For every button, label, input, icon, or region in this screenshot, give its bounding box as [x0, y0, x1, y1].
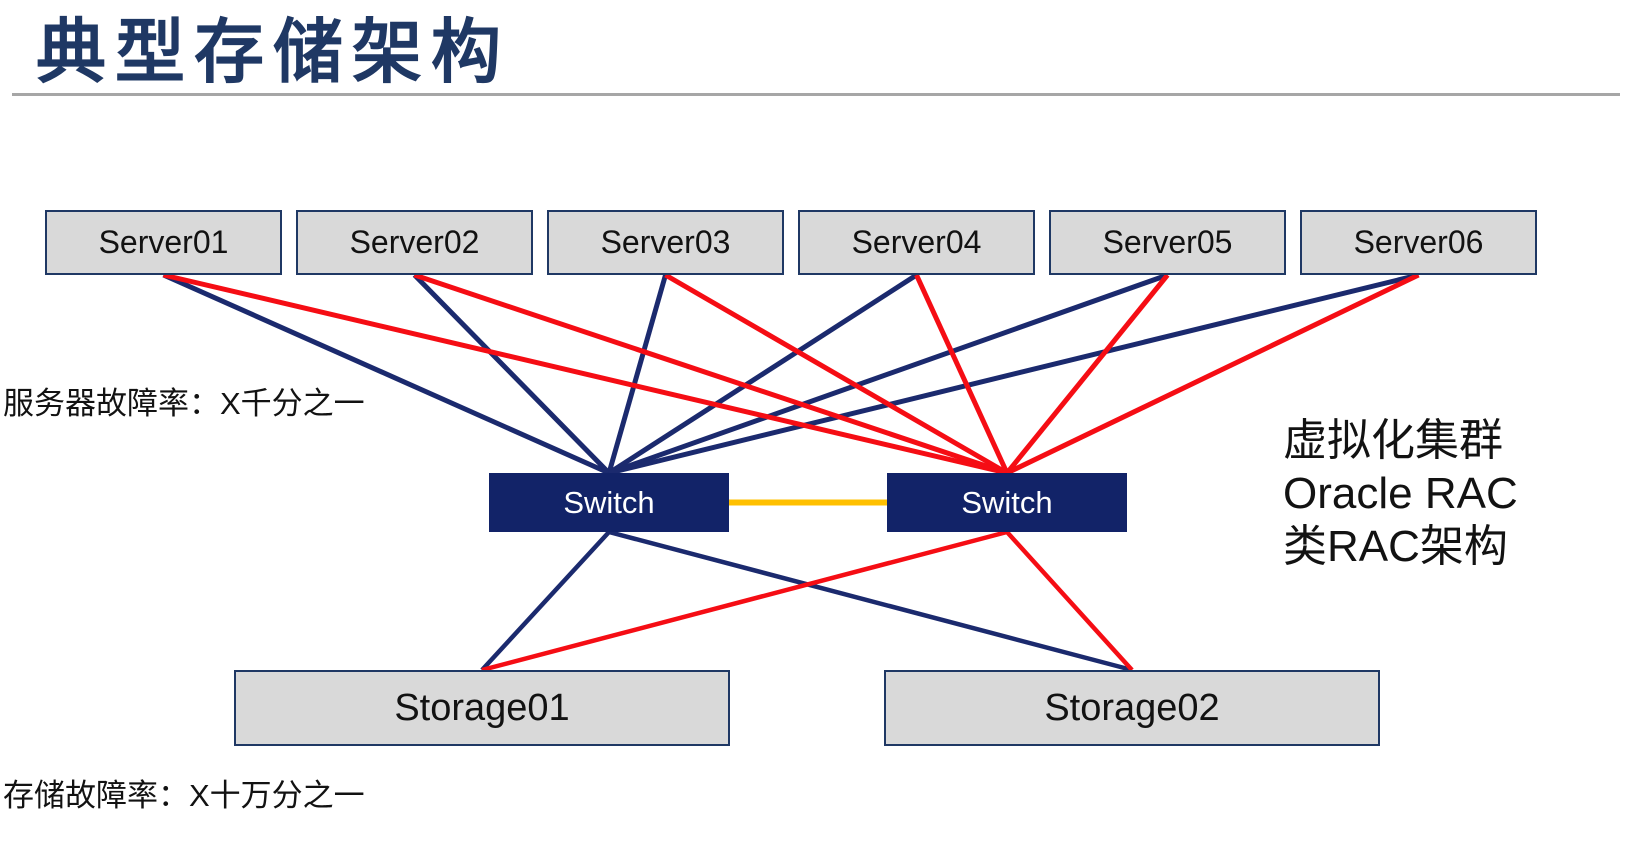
server-failure-rate-label: 服务器故障率：X千分之一 — [3, 386, 365, 421]
node-server01-label: Server01 — [98, 224, 229, 260]
node-switch-2-label: Switch — [961, 484, 1053, 520]
node-server05: Server05 — [1049, 210, 1286, 275]
link-server02-switch1 — [412, 273, 611, 475]
link-server03-switch2 — [664, 272, 1009, 476]
node-switch-1: Switch — [489, 473, 729, 532]
node-storage01: Storage01 — [234, 670, 730, 746]
cluster-architecture-note: 虚拟化集群 Oracle RAC 类RAC架构 — [1283, 414, 1518, 573]
cluster-note-line-3: 类RAC架构 — [1283, 522, 1508, 571]
node-server01: Server01 — [45, 210, 282, 275]
link-switch2-storage02 — [1005, 530, 1134, 672]
node-server04-label: Server04 — [851, 224, 982, 260]
link-server03-switch1 — [606, 274, 668, 474]
link-server05-switch1 — [608, 272, 1169, 476]
node-server04: Server04 — [798, 210, 1035, 275]
storage-failure-rate-label: 存储故障率：X十万分之一 — [3, 778, 365, 813]
node-storage02: Storage02 — [884, 670, 1380, 746]
node-server03: Server03 — [547, 210, 784, 275]
link-server02-switch2 — [413, 272, 1008, 476]
node-server02: Server02 — [296, 210, 533, 275]
cluster-note-line-1: 虚拟化集群 — [1283, 416, 1503, 465]
cluster-note-line-2: Oracle RAC — [1283, 469, 1518, 518]
node-switch-1-label: Switch — [563, 484, 655, 520]
node-switch-2: Switch — [887, 473, 1127, 532]
link-switch1-storage02 — [608, 529, 1133, 673]
node-server05-label: Server05 — [1102, 224, 1233, 260]
node-storage02-label: Storage02 — [1044, 686, 1220, 729]
link-server05-switch2 — [1005, 273, 1170, 475]
title-divider-line — [12, 93, 1620, 96]
node-storage01-label: Storage01 — [394, 686, 570, 729]
node-server06: Server06 — [1300, 210, 1537, 275]
node-server03-label: Server03 — [600, 224, 731, 260]
slide-title: 典型存储架构 — [36, 13, 510, 91]
node-server06-label: Server06 — [1353, 224, 1484, 260]
link-server04-switch1 — [607, 272, 918, 476]
link-server04-switch2 — [914, 273, 1010, 475]
link-switch2-storage01 — [481, 529, 1008, 673]
link-server01-switch1 — [162, 272, 611, 476]
link-server01-switch2 — [162, 272, 1008, 476]
node-server02-label: Server02 — [349, 224, 480, 260]
link-switch1-storage01 — [480, 530, 611, 672]
